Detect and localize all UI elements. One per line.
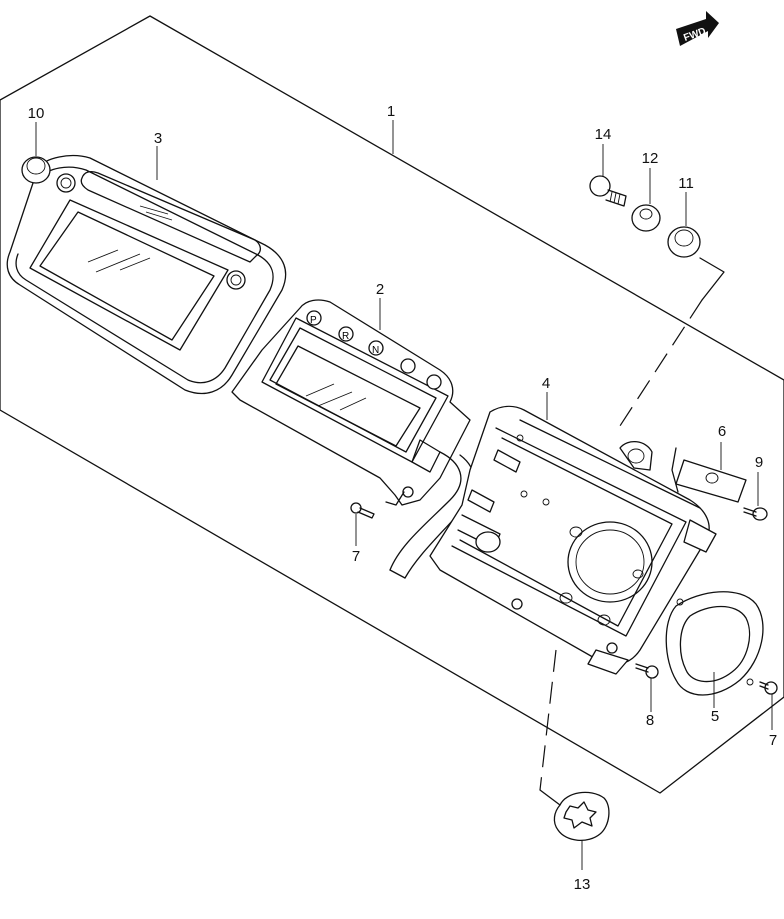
indicator-panel: P R N — [231, 299, 471, 506]
grommet-part-10 — [21, 156, 51, 184]
callout-label-11: 11 — [678, 175, 694, 192]
callout-label-14: 14 — [594, 126, 612, 143]
meter-cover — [6, 154, 287, 395]
screw-part-9 — [743, 507, 768, 521]
callout-label-8: 8 — [645, 712, 655, 729]
callout-label-10: 10 — [27, 105, 45, 122]
callout-label-1: 1 — [386, 103, 396, 120]
bolt-part-14 — [589, 175, 627, 207]
callout-label-2: 2 — [375, 281, 385, 298]
gasket-ring — [665, 591, 764, 696]
callout-label-7-left: 7 — [351, 548, 361, 565]
washer-part-12 — [631, 204, 661, 232]
callout-label-13: 13 — [573, 876, 591, 893]
callout-label-7-right: 7 — [768, 732, 778, 749]
clip-bracket — [675, 459, 747, 503]
assembly-boundary — [0, 15, 784, 794]
callout-label-3: 3 — [153, 130, 163, 147]
screw-part-7-right — [759, 681, 778, 695]
leader-lines — [35, 120, 773, 870]
callout-label-4: 4 — [541, 375, 551, 392]
callout-label-5: 5 — [710, 708, 720, 725]
meter-case — [429, 405, 717, 675]
callout-label-9: 9 — [754, 454, 764, 471]
callout-label-6: 6 — [717, 423, 727, 440]
screw-part-8 — [635, 663, 659, 679]
indicator-p: P — [310, 315, 317, 326]
callout-label-12: 12 — [641, 150, 659, 167]
indicator-r: R — [342, 331, 349, 342]
screw-part-7-left — [350, 502, 375, 519]
grommet-part-11 — [667, 226, 701, 258]
fwd-direction-badge: FWD — [676, 11, 719, 46]
indicator-n: N — [372, 345, 379, 356]
grommet-part-13 — [553, 791, 610, 841]
